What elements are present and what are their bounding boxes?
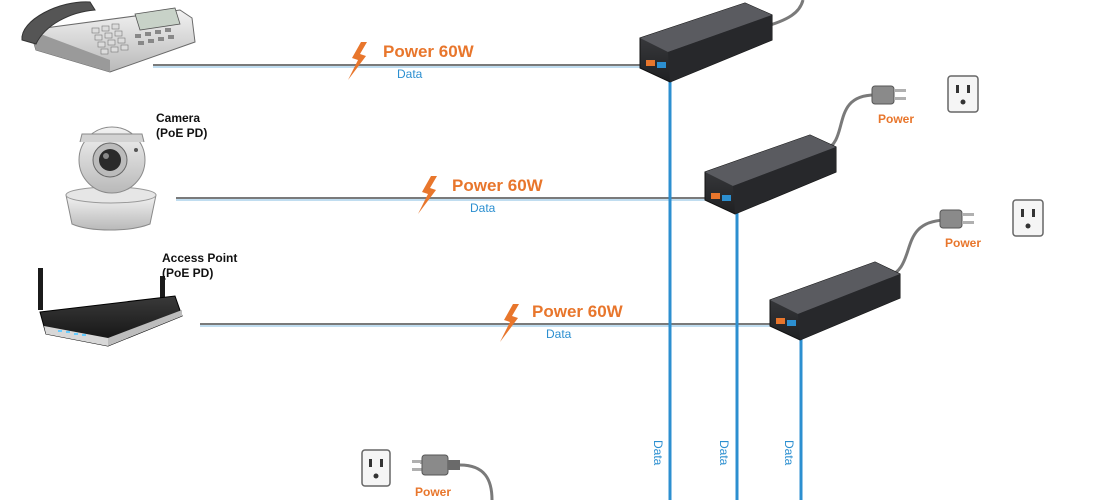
- device-label: Camera: [156, 111, 200, 125]
- lightning-icon: [500, 304, 519, 342]
- power-plug-icon: [939, 209, 974, 229]
- wall-outlet-icon: [1012, 199, 1044, 237]
- desk-phone-icon: [21, 1, 196, 73]
- link-power-label: Power 60W: [532, 302, 624, 321]
- wall-outlet-icon: [361, 449, 391, 487]
- power-plug-icon: [412, 454, 460, 476]
- switch-power-label: Power: [415, 485, 451, 499]
- device-sublabel: (PoE PD): [162, 266, 213, 280]
- injector-power-label: Power: [878, 112, 914, 126]
- lightning-icon: [348, 42, 367, 80]
- device-sublabel: (PoE PD): [156, 126, 207, 140]
- link-data-label: Data: [470, 201, 496, 215]
- link-power-label: Power 60W: [383, 42, 475, 61]
- security-camera-icon: [65, 126, 157, 231]
- wall-outlet-icon: [947, 75, 979, 113]
- link-power-label: Power 60W: [452, 176, 544, 195]
- uplink-data-label: Data: [651, 440, 665, 466]
- link-data-label: Data: [546, 327, 572, 341]
- poe-injector-icon: [704, 134, 837, 215]
- link-data-label: Data: [397, 67, 423, 81]
- lightning-icon: [418, 176, 437, 214]
- device-label: Access Point: [162, 251, 237, 265]
- wireless-router-icon: [38, 268, 183, 347]
- power-plug-icon: [871, 85, 906, 105]
- poe-injector-icon: [639, 2, 773, 83]
- uplink-data-label: Data: [717, 440, 731, 466]
- uplink-data-label: Data: [782, 440, 796, 466]
- poe-injector-icon: [769, 261, 901, 341]
- injector-power-label: Power: [945, 236, 981, 250]
